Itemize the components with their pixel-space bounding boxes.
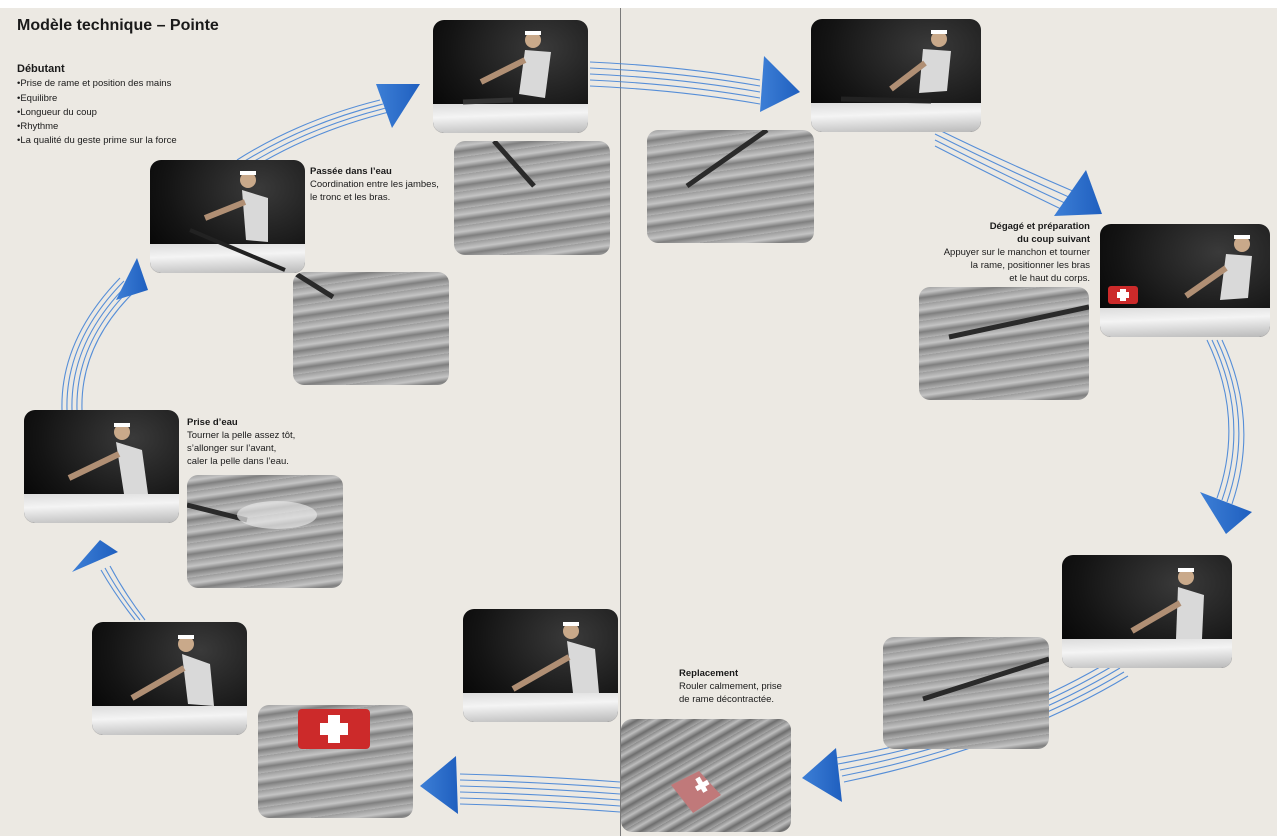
caption-drive-line: le tronc et les bras. <box>310 192 391 203</box>
photo-blade-feathered <box>883 637 1049 749</box>
oar-shape <box>492 141 536 188</box>
caption-drive: Passée dans l’eau Coordination entre les… <box>310 165 439 204</box>
beginner-item: Prise de rame et position des mains <box>17 77 177 91</box>
photo-blade-drive <box>293 272 449 385</box>
rower-figure <box>67 423 148 494</box>
page-spine <box>620 8 621 836</box>
rower-figure <box>840 30 951 104</box>
caption-drive-line: Coordination entre les jambes, <box>310 179 439 190</box>
photo-blade-squared <box>258 705 413 818</box>
swiss-blade <box>298 709 370 749</box>
page-title: Modèle technique – Pointe <box>17 17 219 34</box>
beginner-item: La qualité du geste prime sur la force <box>17 134 176 148</box>
beginner-item: Equilibre <box>17 92 177 106</box>
photo-blade-recovery <box>621 719 791 832</box>
caption-drive-heading: Passée dans l’eau <box>310 166 392 177</box>
caption-catch-line: s’allonger sur l’avant, <box>187 443 277 454</box>
caption-recovery-heading: Replacement <box>679 668 739 679</box>
caption-release: Dégagé et préparation du coup suivant Ap… <box>900 220 1090 285</box>
caption-release-heading: du coup suivant <box>1017 234 1090 245</box>
oar-shape <box>922 656 1049 702</box>
caption-recovery-line: de rame décontractée. <box>679 694 775 705</box>
rower-figure <box>1108 235 1252 304</box>
oar-shape <box>187 501 317 529</box>
caption-catch: Prise d’eau Tourner la pelle assez tôt, … <box>187 416 295 468</box>
photo-rower-drive-finish <box>433 20 588 133</box>
caption-release-line: et le haut du corps. <box>1009 273 1090 284</box>
oar-shape <box>293 272 335 300</box>
beginner-list: Prise de rame et position des mains Equi… <box>17 77 177 148</box>
photo-rower-finish <box>811 19 981 132</box>
photo-blade-catch <box>187 475 343 588</box>
beginner-box: Débutant Prise de rame et position des m… <box>17 62 177 149</box>
caption-catch-heading: Prise d’eau <box>187 417 238 428</box>
caption-recovery-line: Rouler calmement, prise <box>679 681 782 692</box>
photo-blade-drive-finish <box>454 141 610 255</box>
caption-release-heading: Dégagé et préparation <box>989 221 1090 232</box>
photo-blade-finish <box>647 130 814 243</box>
caption-release-line: Appuyer sur le manchon et tourner <box>943 247 1090 258</box>
beginner-item: Longueur du coup <box>17 106 177 120</box>
photo-rower-release <box>1100 224 1270 337</box>
photo-rower-drive <box>150 160 305 273</box>
beginner-item: Rhythme <box>17 120 177 134</box>
photo-blade-release <box>919 287 1089 400</box>
caption-recovery: Replacement Rouler calmement, prise de r… <box>679 667 782 706</box>
rower-figure <box>130 635 214 706</box>
rower-figure <box>1130 568 1204 639</box>
oar-shape <box>948 304 1089 340</box>
rower-figure <box>462 31 551 105</box>
photo-rower-recovery-start <box>1062 555 1232 668</box>
swiss-blade <box>671 771 721 813</box>
oar-shape <box>685 130 769 189</box>
caption-catch-line: caler la pelle dans l’eau. <box>187 456 289 467</box>
rower-figure <box>511 622 599 693</box>
photo-rower-catch <box>24 410 179 523</box>
caption-release-line: la rame, positionner les bras <box>970 260 1090 271</box>
photo-rower-recovery-end <box>92 622 247 735</box>
caption-catch-line: Tourner la pelle assez tôt, <box>187 430 296 441</box>
photo-rower-recovery-mid <box>463 609 618 722</box>
rower-figure <box>189 171 286 272</box>
beginner-heading: Débutant <box>17 63 65 75</box>
